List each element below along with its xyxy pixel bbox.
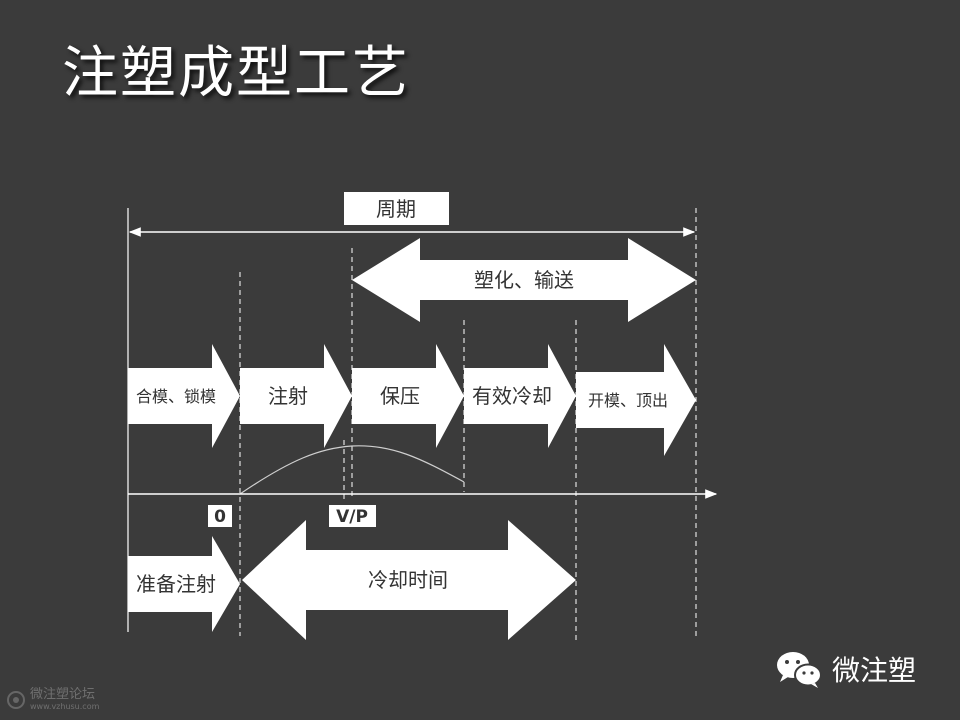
slide-title: 注塑成型工艺	[62, 41, 410, 106]
wechat-icon	[777, 652, 822, 688]
plastication-label: 塑化、输送	[474, 268, 574, 292]
prep-label: 准备注射	[136, 572, 216, 596]
phase-label-injection: 注射	[268, 384, 308, 408]
forum-logo-icon	[7, 690, 25, 709]
phase-arrow-injection	[240, 344, 352, 448]
phase-label-holding: 保压	[380, 384, 420, 408]
cooling-time-label: 冷却时间	[368, 568, 448, 592]
phase-label-cooling: 有效冷却	[472, 384, 552, 408]
marker-zero-box	[208, 505, 232, 527]
marker-vp-box	[329, 505, 376, 527]
phase-arrow-holding	[352, 344, 464, 448]
cycle-label-box	[344, 192, 449, 225]
phase-arrow-ejection	[576, 344, 696, 456]
phase-arrow-cooling	[464, 344, 576, 448]
forum-watermark: 微注塑论坛 www.vzhusu.com	[6, 688, 99, 711]
cycle-label: 周期	[376, 197, 416, 221]
phase-label-clamping: 合模、锁模	[136, 387, 216, 406]
marker-vp: V/P	[336, 507, 368, 527]
wechat-brand-label: 微注塑	[832, 654, 917, 687]
plastication-arrow	[352, 238, 696, 322]
phase-label-ejection: 开模、顶出	[588, 391, 668, 410]
cooling-time-arrow	[242, 520, 576, 640]
forum-url: www.vzhusu.com	[30, 702, 100, 711]
forum-name: 微注塑论坛	[30, 687, 96, 702]
wechat-watermark: 微注塑	[774, 648, 916, 690]
phase-arrow-clamping	[128, 344, 240, 448]
prep-arrow	[128, 536, 240, 632]
marker-zero: 0	[214, 507, 226, 527]
pressure-curve	[239, 445, 465, 495]
